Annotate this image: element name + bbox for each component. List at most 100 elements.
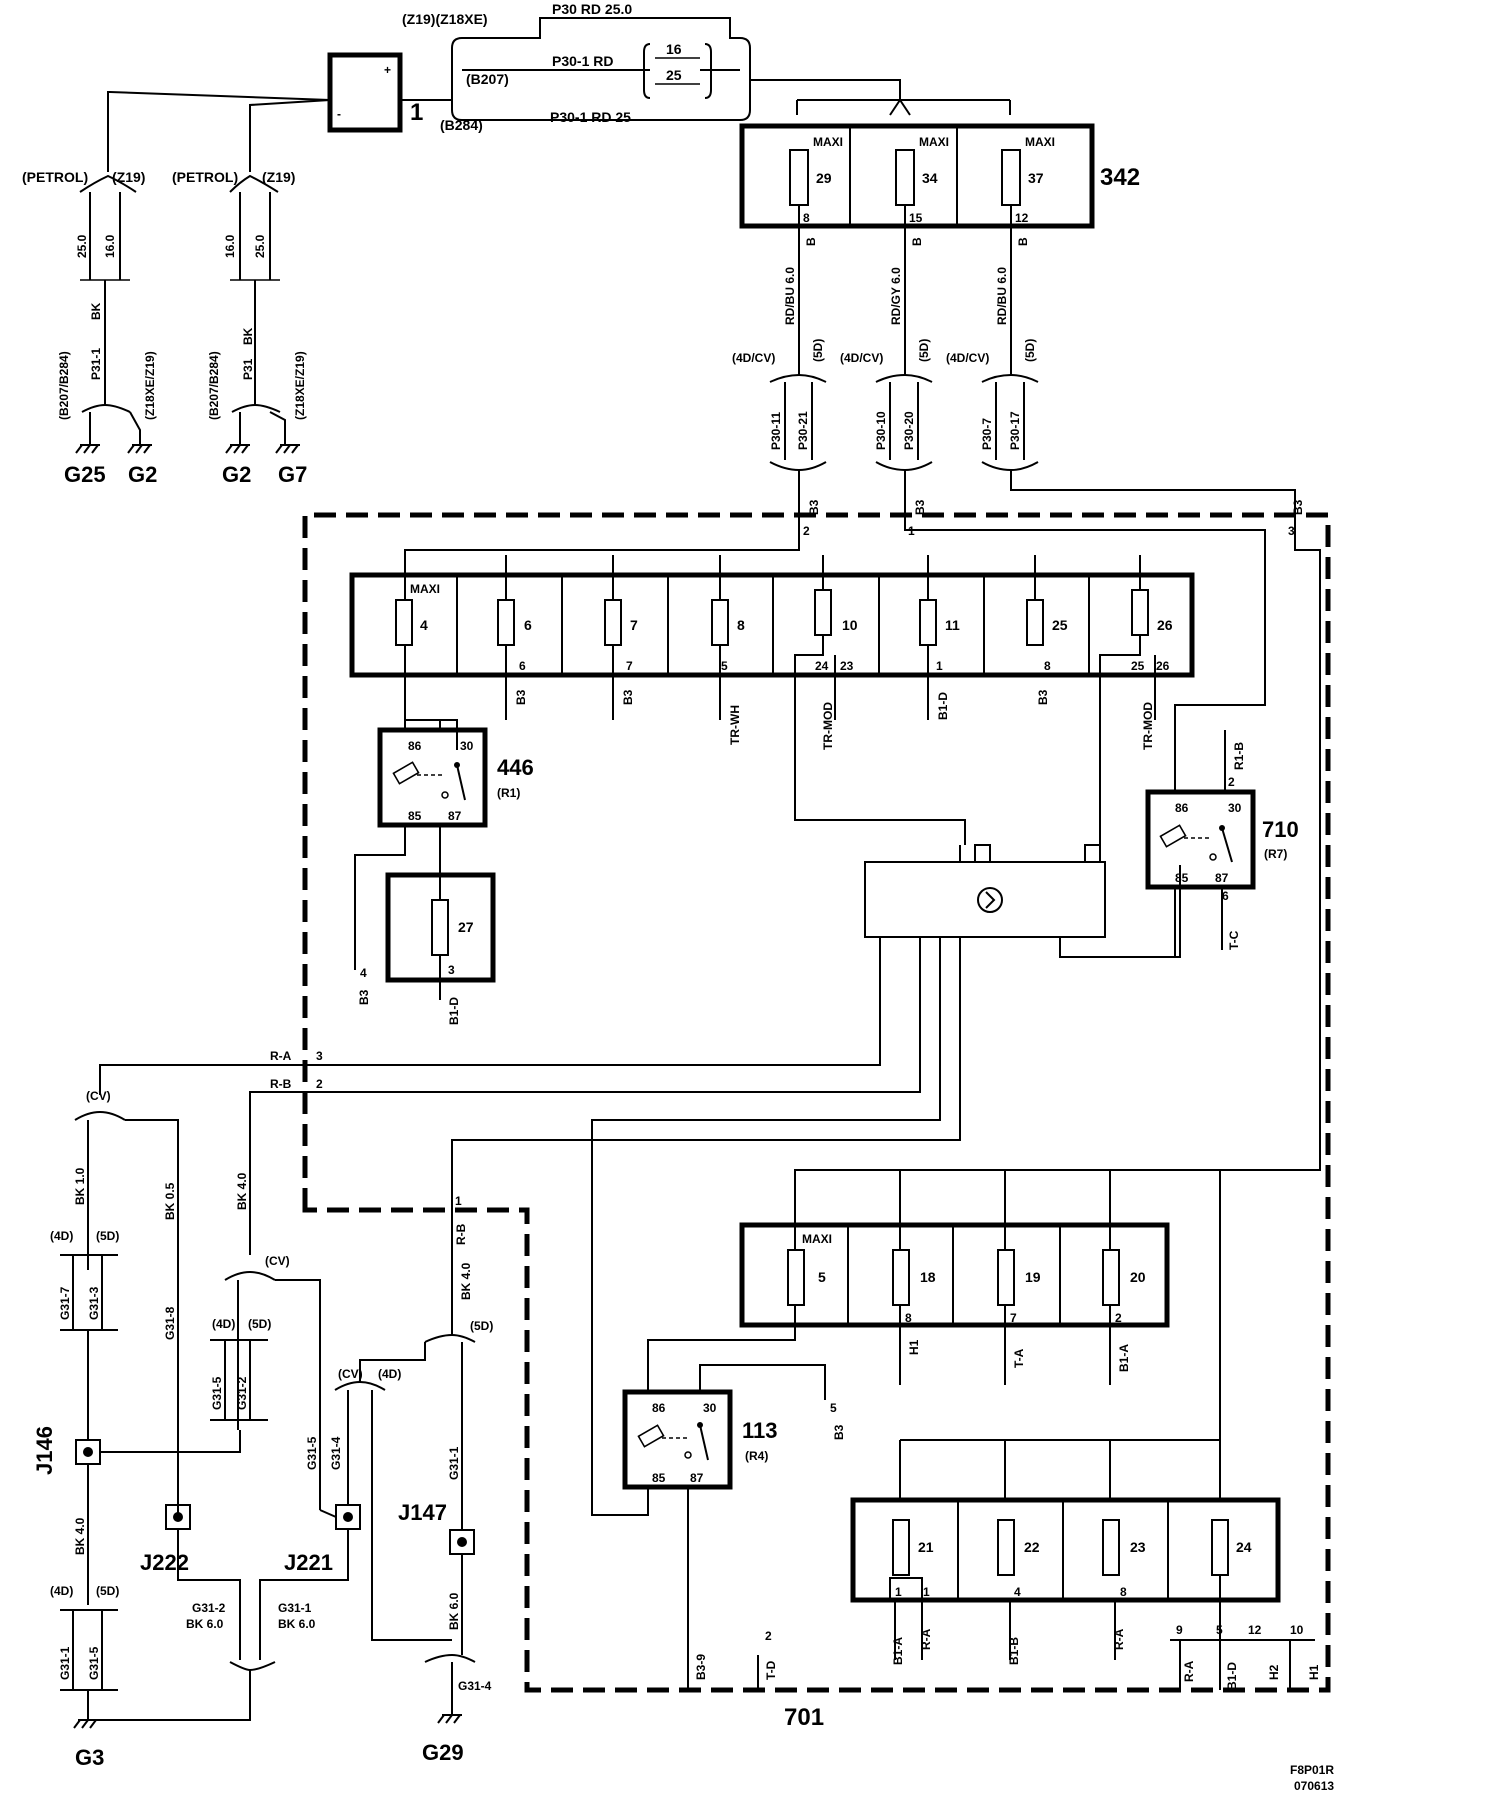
- rb-conn-label: R-B: [454, 1223, 468, 1245]
- fuse-box-342-pin-12: 12: [1015, 211, 1029, 225]
- relay-710-pin-85: 85: [1175, 871, 1189, 885]
- battery: + - 1: [327, 52, 423, 133]
- g31-4-label-j221: G31-4: [329, 1436, 343, 1470]
- ground-symbol-g3: [73, 1719, 98, 1729]
- bottom-conn-r-a-3: R-A: [1182, 1660, 1196, 1682]
- bottom-pin-4: 4: [1014, 1585, 1021, 1599]
- splice-p30-10: P30-10: [874, 411, 888, 450]
- relay-446-pin-86: 86: [408, 739, 422, 753]
- fuse-29-label: 29: [816, 170, 832, 186]
- upper-conn-b1-d: B1-D: [936, 692, 950, 720]
- relay-710: 86 30 85 87 710 (R7): [1145, 789, 1299, 890]
- bottom-conn-h1: H1: [1307, 1664, 1321, 1680]
- bk-4-0-label-mid: BK 4.0: [235, 1172, 249, 1210]
- rb-conn-pin: 1: [455, 1194, 462, 1208]
- bottom-conn-h2: H2: [1267, 1664, 1281, 1680]
- bk-4-0-label-j146: BK 4.0: [73, 1517, 87, 1555]
- d4-label-4: (4D): [378, 1367, 401, 1381]
- wire-size-25-a: 25.0: [75, 234, 89, 258]
- cv-label-3: (CV): [338, 1367, 363, 1381]
- p31-1-label: P31-1: [89, 348, 103, 380]
- upper-pin-25: 25: [1131, 659, 1145, 673]
- upper-conn-b3-1: B3: [514, 689, 528, 705]
- fuse-box-342-maxi-2: MAXI: [919, 135, 949, 149]
- rb-label: R-B: [270, 1077, 292, 1091]
- ra-label: R-A: [270, 1049, 292, 1063]
- upper-conn-tr-wh: TR-WH: [728, 705, 742, 745]
- fuse-box-342: MAXI MAXI MAXI 29 34 37 8 15 12 342: [739, 123, 1140, 229]
- fuse-box-342-pin-15: 15: [909, 211, 923, 225]
- relay-113-t-conn: T-D: [764, 1660, 778, 1680]
- relay-446-pin-87: 87: [448, 809, 462, 823]
- g31-2-label-mid: G31-2: [235, 1376, 249, 1410]
- d5-label-3: (5D): [248, 1317, 271, 1331]
- lower-pin-2: 2: [1115, 1311, 1122, 1325]
- feed-pin-1: 1: [908, 524, 915, 538]
- d4-label-3: (4D): [212, 1317, 235, 1331]
- fuse-box-342-conn-b-3: B: [1016, 237, 1030, 246]
- b207-b284-label-b: (B207/B284): [207, 351, 221, 420]
- relay-113-conn-b3: B3: [832, 1424, 846, 1440]
- junction-j221: [335, 1504, 361, 1530]
- relay-box-701-label: 701: [784, 1704, 824, 1731]
- bottom-conn-b1-b: B1-B: [1007, 1637, 1021, 1665]
- upper-pin-6: 6: [519, 659, 526, 673]
- junction-j147-label: J147: [398, 1500, 447, 1525]
- splice-p30-17: P30-17: [1008, 411, 1022, 450]
- bottom-conn-r-a-2: R-A: [1112, 1628, 1126, 1650]
- bottom-pin-1b: 1: [923, 1585, 930, 1599]
- z19-label-1: (Z19): [112, 169, 145, 185]
- fuse-34-label: 34: [922, 170, 938, 186]
- fuse-box-342-wire-2: RD/GY 6.0: [889, 267, 903, 325]
- fuse-box-342-wire-3: RD/BU 6.0: [995, 267, 1009, 325]
- relay-113-t-pin: 2: [765, 1629, 772, 1643]
- bottom-pin-10: 10: [1290, 1623, 1304, 1637]
- feed-b3-1: B3: [807, 499, 821, 515]
- battery-feed-size-b: 25: [666, 67, 682, 83]
- battery-feed-size-a: 16: [666, 41, 682, 57]
- d5-label-4: (5D): [470, 1319, 493, 1333]
- relay-710-in-pin: 2: [1228, 775, 1235, 789]
- relay-710-out-pin: 6: [1222, 889, 1229, 903]
- upper-conn-b3-2: B3: [621, 689, 635, 705]
- bk-0-5-label: BK 0.5: [163, 1182, 177, 1220]
- fuse-box-342-wire-1: RD/BU 6.0: [783, 267, 797, 325]
- bottom-fuse-block: 21 22 23 24 1 1 4 8: [850, 1497, 1281, 1603]
- relay-710-pin-87: 87: [1215, 871, 1229, 885]
- rb-pin: 2: [316, 1077, 323, 1091]
- upper-pin-7: 7: [626, 659, 633, 673]
- relay-710-in-conn: R1-B: [1232, 742, 1246, 770]
- bottom-conn-r-a-1: R-A: [919, 1628, 933, 1650]
- relay-113-pin-5: 5: [830, 1401, 837, 1415]
- wire-size-16-a: 16.0: [103, 234, 117, 258]
- upper-fuse-26: 26: [1157, 617, 1173, 633]
- g31-2-label-bottom: G31-2: [192, 1601, 226, 1615]
- relay-710-pin-30: 30: [1228, 801, 1242, 815]
- upper-pin-24: 24: [815, 659, 829, 673]
- upper-fuse-block: MAXI 4 6 7 8 10 11 25 26 6 7 5 24 23 1 8…: [349, 555, 1195, 846]
- var-5d-2: (5D): [917, 339, 931, 362]
- fuse-27-label: 27: [458, 919, 474, 935]
- lower-fuse-18: 18: [920, 1269, 936, 1285]
- upper-conn-tr-mod-2: TR-MOD: [1141, 702, 1155, 750]
- bottom-pin-12: 12: [1248, 1623, 1262, 1637]
- d5-label-1: (5D): [96, 1229, 119, 1243]
- battery-feed-wire-low: P30-1 RD 25: [550, 109, 631, 125]
- lower-conn-b1-a: B1-A: [1117, 1344, 1131, 1372]
- relay-113: 86 30 85 87 113 (R4): [622, 1389, 778, 1490]
- fuse-box-342-maxi-3: MAXI: [1025, 135, 1055, 149]
- fuse-box-342-label: 342: [1100, 164, 1140, 191]
- ground-g7-label: G7: [278, 462, 307, 487]
- bottom-fuse-24: 24: [1236, 1539, 1252, 1555]
- ground-symbol-g7: [275, 444, 300, 454]
- bottom-fuse-22: 22: [1024, 1539, 1040, 1555]
- lower-pin-7: 7: [1010, 1311, 1017, 1325]
- relay-710-loc: (R7): [1264, 847, 1287, 861]
- ground-symbol-g25: [75, 444, 100, 454]
- feed-pin-3: 3: [1288, 524, 1295, 538]
- g31-8-label: G31-8: [163, 1306, 177, 1340]
- z18xe-z19-label-a: (Z18XE/Z19): [143, 351, 157, 420]
- footer-date: 070613: [1294, 1779, 1334, 1793]
- g31-4-label-g29: G31-4: [458, 1679, 492, 1693]
